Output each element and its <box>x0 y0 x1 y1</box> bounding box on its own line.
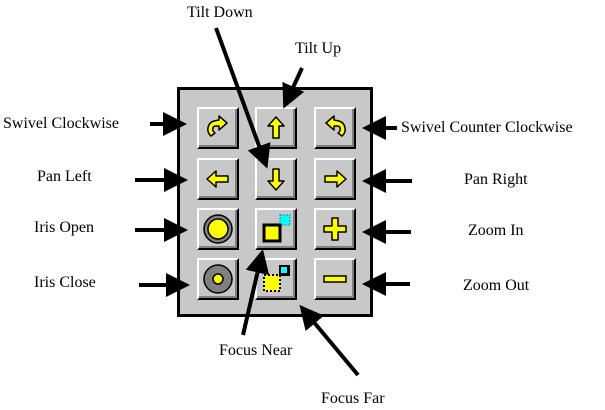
arrow-right-icon <box>324 170 347 188</box>
label-focus-near: Focus Near <box>219 342 293 359</box>
swivel-counter-clockwise-button[interactable] <box>314 107 356 149</box>
focus-near-button[interactable] <box>255 208 297 250</box>
plus-icon <box>323 217 347 241</box>
camera-control-panel <box>177 87 373 317</box>
focus-near-icon <box>262 214 291 243</box>
minus-icon <box>323 275 347 283</box>
swivel-clockwise-button[interactable] <box>197 107 239 149</box>
pan-right-button[interactable] <box>314 158 356 200</box>
label-iris-open: Iris Open <box>34 219 94 236</box>
arrow-left-icon <box>206 170 229 188</box>
focus-far-button[interactable] <box>255 258 297 300</box>
focus-far-icon <box>263 265 290 292</box>
arrow-focus-far <box>299 304 360 377</box>
zoom-out-button[interactable] <box>314 258 356 300</box>
label-pan-left: Pan Left <box>37 168 92 185</box>
iris-open-icon <box>203 214 233 244</box>
rotate-ccw-icon <box>325 115 346 137</box>
label-iris-close: Iris Close <box>34 274 96 291</box>
label-zoom-in: Zoom In <box>468 222 524 239</box>
zoom-in-button[interactable] <box>314 208 356 250</box>
tilt-up-button[interactable] <box>255 107 297 149</box>
label-pan-right: Pan Right <box>464 171 528 188</box>
arrow-up-icon <box>267 116 285 139</box>
iris-close-icon <box>203 264 233 294</box>
arrow-down-icon <box>267 168 285 191</box>
label-tilt-up: Tilt Up <box>295 40 342 57</box>
iris-open-button[interactable] <box>197 208 239 250</box>
rotate-cw-icon <box>207 115 228 137</box>
label-tilt-down: Tilt Down <box>187 4 253 21</box>
label-swivel-counter-clockwise: Swivel Counter Clockwise <box>401 119 573 136</box>
label-swivel-clockwise: Swivel Clockwise <box>3 115 119 132</box>
tilt-down-button[interactable] <box>255 158 297 200</box>
pan-left-button[interactable] <box>197 158 239 200</box>
label-focus-far: Focus Far <box>321 390 385 407</box>
label-zoom-out: Zoom Out <box>463 277 530 294</box>
iris-close-button[interactable] <box>197 258 239 300</box>
